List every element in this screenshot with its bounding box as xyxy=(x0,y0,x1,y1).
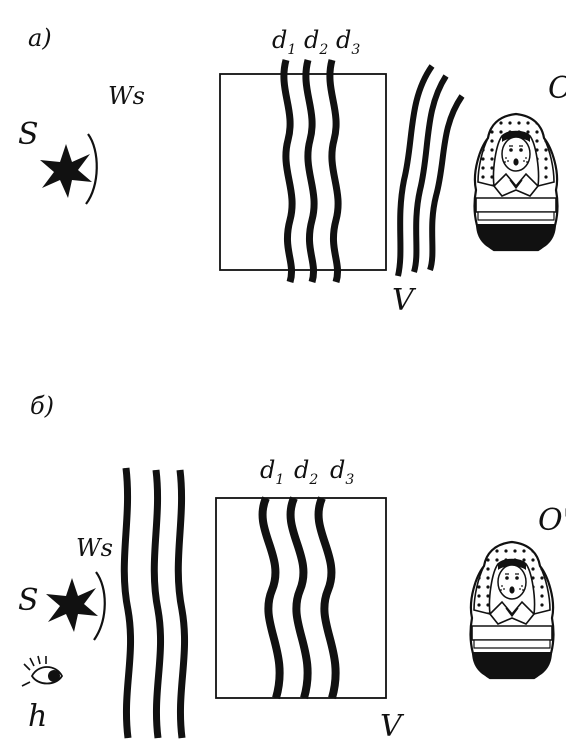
panel-a-source-label: S xyxy=(18,117,39,152)
matryoshka-doll-icon xyxy=(475,114,558,250)
layer-letter: d xyxy=(272,26,287,54)
svg-text:d3: d3 xyxy=(330,456,354,488)
layer-letter: d xyxy=(294,456,309,484)
layer-index: 3 xyxy=(345,472,354,488)
layer-letter: d xyxy=(304,26,319,54)
source-wavelet xyxy=(86,134,97,204)
star-burst-icon xyxy=(40,144,92,198)
svg-text:d3: d3 xyxy=(336,26,360,58)
panel-a-label: а) xyxy=(28,24,52,52)
layer-index: 1 xyxy=(275,472,284,488)
panel-a-layer-labels: d1 d2 d3 xyxy=(272,26,360,58)
panel-a-object-label: O xyxy=(548,71,566,106)
svg-text:d2: d2 xyxy=(294,456,318,488)
panel-b-reference-waves xyxy=(124,468,184,738)
layer-index: 3 xyxy=(351,42,360,58)
panel-b-label: б) xyxy=(30,392,54,420)
layer-index: 1 xyxy=(287,42,296,58)
svg-text:d1: d1 xyxy=(272,26,296,58)
layer-letter: d xyxy=(260,456,275,484)
layer-index: 2 xyxy=(308,472,318,488)
panel-b-eye-label: h xyxy=(28,699,47,734)
source-wavelet xyxy=(94,572,105,640)
panel-b-source-label: S xyxy=(18,583,39,618)
panel-b: б) d1 d2 d3 V S Ws xyxy=(18,392,566,741)
panel-a: а) d1 d2 d3 S Ws xyxy=(18,24,566,318)
panel-a-volume-label: V xyxy=(392,283,417,318)
panel-a-wave-label: Ws xyxy=(108,82,145,110)
panel-b-object-label: O' xyxy=(538,503,566,538)
matryoshka-doll-icon xyxy=(471,542,554,678)
panel-b-volume-label: V xyxy=(380,709,405,741)
panel-b-layer-labels: d1 d2 d3 xyxy=(260,456,354,488)
svg-text:d1: d1 xyxy=(260,456,284,488)
panel-a-plate xyxy=(220,74,386,270)
panel-b-wave-label: Ws xyxy=(76,534,113,562)
svg-text:d2: d2 xyxy=(304,26,328,58)
layer-letter: d xyxy=(336,26,351,54)
layer-letter: d xyxy=(330,456,345,484)
layer-index: 2 xyxy=(318,42,328,58)
eye-icon xyxy=(22,656,62,686)
star-burst-icon xyxy=(46,578,98,632)
panel-a-object-waves xyxy=(398,66,462,276)
